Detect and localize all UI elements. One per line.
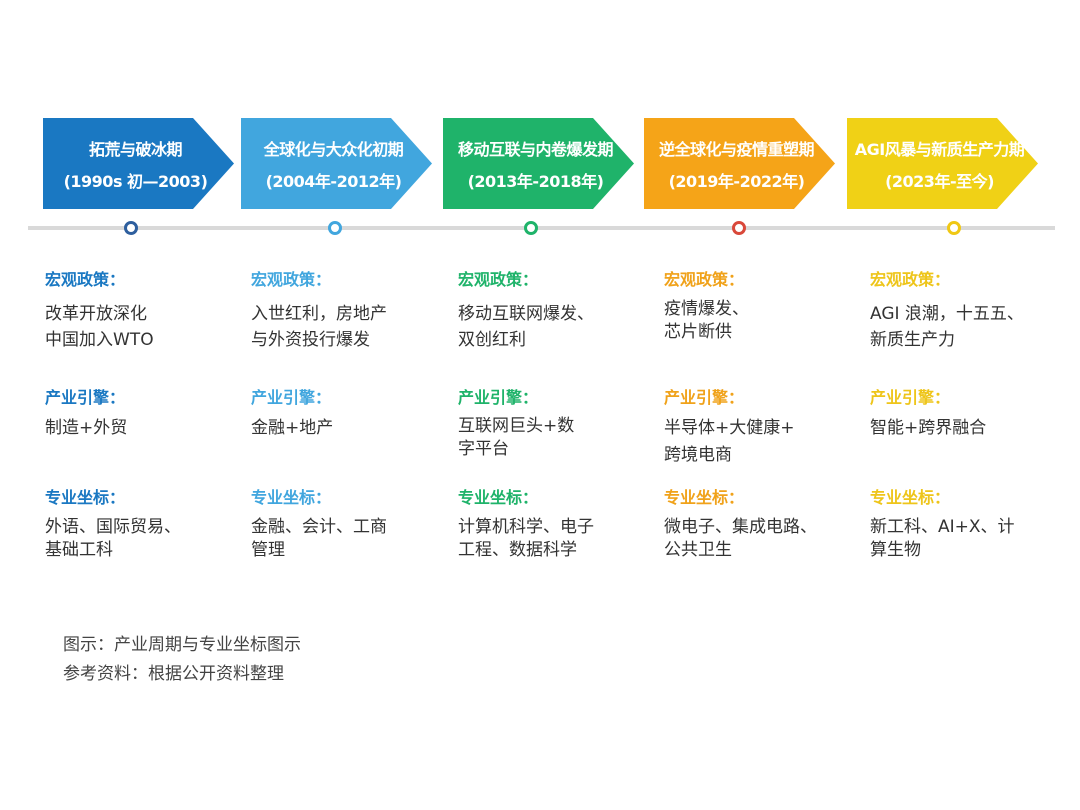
text-line: 制造+外贸 bbox=[45, 418, 128, 438]
industry-text: 智能+跨界融合 bbox=[870, 415, 1065, 441]
timeline-dot-5 bbox=[947, 221, 961, 235]
phase-years: (2013年-2018年) bbox=[467, 172, 604, 191]
industry-label: 产业引擎： bbox=[870, 388, 951, 407]
phase-years: (1990s 初—2003) bbox=[63, 172, 208, 191]
text-line: 双创红利 bbox=[458, 330, 526, 350]
major-label: 专业坐标： bbox=[251, 488, 332, 507]
industry-label: 产业引擎： bbox=[458, 388, 539, 407]
text-line: 工程、数据科学 bbox=[458, 540, 577, 560]
policy-text: 入世红利，房地产 与外资投行爆发 bbox=[251, 301, 446, 353]
policy-text: 改革开放深化 中国加入WTO bbox=[45, 301, 240, 353]
industry-label: 产业引擎： bbox=[251, 388, 332, 407]
policy-label: 宏观政策： bbox=[45, 270, 126, 289]
phase-title: AGI风暴与新质生产力期 bbox=[854, 140, 1025, 159]
phase-title: 逆全球化与疫情重塑期 bbox=[658, 140, 815, 159]
text-line: 金融、会计、工商 bbox=[251, 517, 387, 537]
policy-label: 宏观政策： bbox=[458, 270, 539, 289]
text-line: 外语、国际贸易、 bbox=[45, 517, 181, 537]
policy-text: 疫情爆发、 芯片断供 bbox=[664, 298, 859, 344]
policy-label: 宏观政策： bbox=[870, 270, 951, 289]
industry-text: 互联网巨头+数 字平台 bbox=[458, 415, 653, 461]
text-line: 与外资投行爆发 bbox=[251, 330, 370, 350]
arrow-shape bbox=[241, 118, 432, 209]
text-line: AGI 浪潮，十五五、 bbox=[870, 304, 1024, 324]
text-line: 改革开放深化 bbox=[45, 304, 147, 324]
timeline-dot-3 bbox=[524, 221, 538, 235]
text-line: 跨境电商 bbox=[664, 445, 732, 465]
text-line: 半导体+大健康+ bbox=[664, 418, 795, 438]
industry-label: 产业引擎： bbox=[664, 388, 745, 407]
text-line: 疫情爆发、 bbox=[664, 299, 749, 319]
caption-line-2: 参考资料：根据公开资料整理 bbox=[63, 664, 284, 684]
arrow-shape bbox=[443, 118, 634, 209]
major-text: 金融、会计、工商 管理 bbox=[251, 516, 446, 562]
industry-text: 金融+地产 bbox=[251, 415, 446, 441]
text-line: 微电子、集成电路、 bbox=[664, 517, 817, 537]
phase-years: (2019年-2022年) bbox=[668, 172, 805, 191]
phase-title: 移动互联与内卷爆发期 bbox=[457, 140, 614, 159]
phase-years: (2004年-2012年) bbox=[265, 172, 402, 191]
policy-label: 宏观政策： bbox=[251, 270, 332, 289]
text-line: 新工科、AI+X、计 bbox=[870, 517, 1015, 537]
text-line: 算生物 bbox=[870, 540, 921, 560]
major-label: 专业坐标： bbox=[664, 488, 745, 507]
industry-label: 产业引擎： bbox=[45, 388, 126, 407]
text-line: 芯片断供 bbox=[664, 322, 732, 342]
policy-label: 宏观政策： bbox=[664, 270, 745, 289]
text-line: 计算机科学、电子 bbox=[458, 517, 594, 537]
text-line: 智能+跨界融合 bbox=[870, 418, 987, 438]
text-line: 入世红利，房地产 bbox=[251, 304, 387, 324]
industry-text: 制造+外贸 bbox=[45, 415, 240, 441]
text-line: 字平台 bbox=[458, 439, 509, 459]
text-line: 中国加入WTO bbox=[45, 330, 154, 350]
timeline-dot-4 bbox=[732, 221, 746, 235]
major-text: 计算机科学、电子 工程、数据科学 bbox=[458, 516, 653, 562]
major-label: 专业坐标： bbox=[458, 488, 539, 507]
phase-title: 拓荒与破冰期 bbox=[88, 140, 183, 159]
text-line: 管理 bbox=[251, 540, 285, 560]
text-line: 新质生产力 bbox=[870, 330, 955, 350]
phase-arrow-3: 移动互联与内卷爆发期 (2013年-2018年) bbox=[443, 118, 635, 209]
arrow-shape bbox=[847, 118, 1038, 209]
caption-line-1: 图示：产业周期与专业坐标图示 bbox=[63, 635, 301, 655]
text-line: 基础工科 bbox=[45, 540, 113, 560]
phase-arrow-1: 拓荒与破冰期 (1990s 初—2003) bbox=[43, 118, 235, 209]
policy-text: AGI 浪潮，十五五、 新质生产力 bbox=[870, 301, 1065, 353]
arrow-shape bbox=[43, 118, 234, 209]
timeline-dot-2 bbox=[328, 221, 342, 235]
industry-text: 半导体+大健康+ 跨境电商 bbox=[664, 415, 859, 469]
major-text: 新工科、AI+X、计 算生物 bbox=[870, 516, 1065, 562]
phase-arrow-4: 逆全球化与疫情重塑期 (2019年-2022年) bbox=[644, 118, 836, 209]
policy-text: 移动互联网爆发、 双创红利 bbox=[458, 301, 653, 353]
major-label: 专业坐标： bbox=[45, 488, 126, 507]
arrow-shape bbox=[644, 118, 835, 209]
phase-years: (2023年-至今) bbox=[885, 172, 994, 191]
phase-title: 全球化与大众化初期 bbox=[263, 140, 404, 159]
text-line: 金融+地产 bbox=[251, 418, 334, 438]
phase-arrow-2: 全球化与大众化初期 (2004年-2012年) bbox=[241, 118, 433, 209]
major-text: 外语、国际贸易、 基础工科 bbox=[45, 516, 240, 562]
timeline-line bbox=[28, 226, 1055, 230]
phase-arrow-5: AGI风暴与新质生产力期 (2023年-至今) bbox=[847, 118, 1039, 209]
major-label: 专业坐标： bbox=[870, 488, 951, 507]
major-text: 微电子、集成电路、 公共卫生 bbox=[664, 516, 859, 562]
timeline-dot-1 bbox=[124, 221, 138, 235]
text-line: 公共卫生 bbox=[664, 540, 732, 560]
text-line: 移动互联网爆发、 bbox=[458, 304, 594, 324]
text-line: 互联网巨头+数 bbox=[458, 416, 575, 436]
